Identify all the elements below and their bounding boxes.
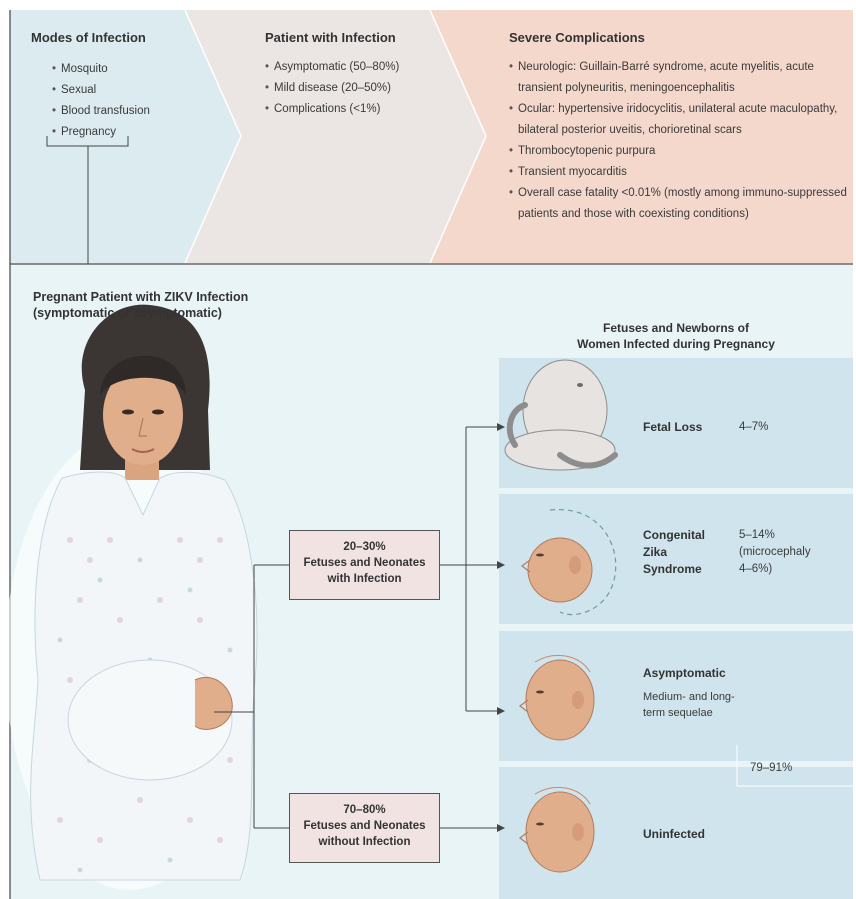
uninfected-label: Uninfected <box>643 826 705 843</box>
complication-item: Neurologic: Guillain-Barré syndrome, acu… <box>509 57 847 99</box>
mode-item: Blood transfusion <box>52 101 150 122</box>
complications-title: Severe Complications <box>509 30 645 45</box>
mode-item: Mosquito <box>52 59 150 80</box>
combined-pct: 79–91% <box>750 760 792 777</box>
czs-pct: 5–14% (microcephaly 4–6%) <box>739 527 811 578</box>
fetal-loss-pct: 4–7% <box>739 419 768 436</box>
asymptomatic-note-line2: term sequelae <box>643 705 735 721</box>
complication-item: Ocular: hypertensive iridocyclitis, unil… <box>509 99 847 141</box>
uninfected-pct: 70–80% <box>290 802 439 818</box>
asymptomatic-label: Asymptomatic <box>643 665 726 682</box>
asymptomatic-note-line1: Medium- and long- <box>643 689 735 705</box>
uninfected-line1: Fetuses and Neonates <box>290 818 439 834</box>
czs-label-line2: Zika <box>643 544 705 561</box>
mode-item: Sexual <box>52 80 150 101</box>
infected-box: 20–30% Fetuses and Neonates with Infecti… <box>289 530 440 600</box>
modes-title: Modes of Infection <box>31 30 146 45</box>
fetuses-title: Fetuses and Newborns of Women Infected d… <box>532 320 820 352</box>
asymptomatic-note: Medium- and long- term sequelae <box>643 689 735 721</box>
patient-title: Patient with Infection <box>265 30 396 45</box>
patient-item: Asymptomatic (50–80%) <box>265 57 399 78</box>
fetuses-title-line1: Fetuses and Newborns of <box>532 320 820 336</box>
pregnant-patient-title-line1: Pregnant Patient with ZIKV Infection <box>33 289 248 305</box>
fetuses-title-line2: Women Infected during Pregnancy <box>532 336 820 352</box>
czs-label: Congenital Zika Syndrome <box>643 527 705 578</box>
czs-pct-line1: 5–14% <box>739 527 811 544</box>
patient-list: Asymptomatic (50–80%) Mild disease (20–5… <box>265 57 399 120</box>
czs-pct-line3: 4–6%) <box>739 561 811 578</box>
uninfected-line2: without Infection <box>290 834 439 850</box>
pregnant-patient-title: Pregnant Patient with ZIKV Infection (sy… <box>33 289 248 321</box>
czs-label-line1: Congenital <box>643 527 705 544</box>
czs-pct-line2: (microcephaly <box>739 544 811 561</box>
fetal-loss-label: Fetal Loss <box>643 419 702 436</box>
complication-item: Thrombocytopenic purpura <box>509 141 847 162</box>
infected-pct: 20–30% <box>290 539 439 555</box>
modes-list: Mosquito Sexual Blood transfusion Pregna… <box>52 59 150 143</box>
mode-item: Pregnancy <box>52 122 150 143</box>
complications-list: Neurologic: Guillain-Barré syndrome, acu… <box>509 57 847 225</box>
infected-line2: with Infection <box>290 571 439 587</box>
complication-item: Overall case fatality <0.01% (mostly amo… <box>509 183 847 225</box>
complication-item: Transient myocarditis <box>509 162 847 183</box>
patient-item: Mild disease (20–50%) <box>265 78 399 99</box>
pregnant-patient-title-line2: (symptomatic or asymptomatic) <box>33 305 248 321</box>
patient-item: Complications (<1%) <box>265 99 399 120</box>
czs-label-line3: Syndrome <box>643 561 705 578</box>
uninfected-box: 70–80% Fetuses and Neonates without Infe… <box>289 793 440 863</box>
infected-line1: Fetuses and Neonates <box>290 555 439 571</box>
